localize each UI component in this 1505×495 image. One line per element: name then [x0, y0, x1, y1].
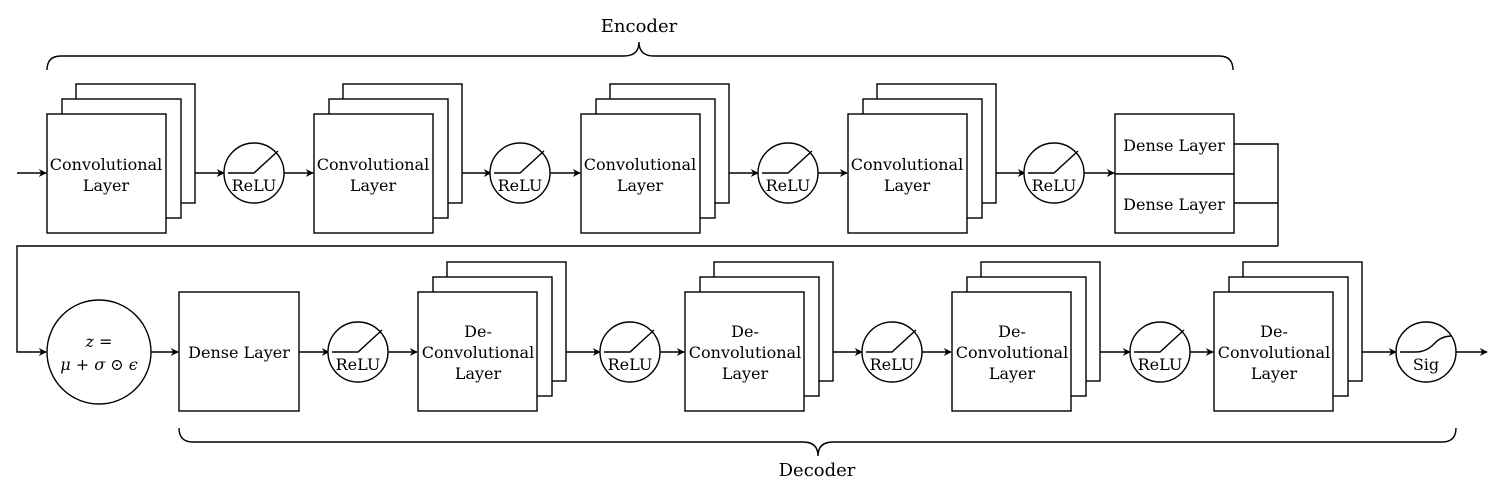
decoder-relu-label-4: ReLU	[1138, 355, 1183, 374]
decoder-dense-label: Dense Layer	[188, 343, 290, 362]
encoder-conv-stack-2: Convolutional Layer	[313, 83, 463, 234]
encoder-dense-label-2: Dense Layer	[1123, 195, 1225, 214]
encoder-relu-label-4: ReLU	[1032, 176, 1077, 195]
encoder-conv-label-1a: Convolutional	[50, 155, 162, 174]
latent-equation-line-2: μ + σ ⊙ ϵ	[60, 355, 137, 374]
decoder-relu-label-3: ReLU	[870, 355, 915, 374]
encoder-dense-sigma	[1114, 173, 1235, 234]
decoder-deconv-label-4c: Layer	[1251, 364, 1298, 383]
encoder-brace	[46, 41, 1234, 71]
decoder-deconv-label-4b: Convolutional	[1218, 343, 1330, 362]
decoder-deconv-stack-4: De- Convolutional Layer	[1213, 261, 1363, 412]
encoder-conv-label-2b: Layer	[350, 176, 397, 195]
decoder-sigmoid: Sig	[1395, 321, 1457, 383]
decoder-deconv-label-2b: Convolutional	[689, 343, 801, 362]
encoder-conv-stack-1: Convolutional Layer	[46, 83, 196, 234]
decoder-relu-2: ReLU	[599, 321, 661, 383]
decoder-deconv-label-3c: Layer	[989, 364, 1036, 383]
decoder-deconv-stack-2: De- Convolutional Layer	[684, 261, 834, 412]
encoder-conv-label-2a: Convolutional	[317, 155, 429, 174]
encoder-conv-label-3a: Convolutional	[584, 155, 696, 174]
decoder-relu-label-1: ReLU	[336, 355, 381, 374]
encoder-dense-label-1: Dense Layer	[1123, 136, 1225, 155]
latent-sampling-node: z = μ + σ ⊙ ϵ	[46, 299, 152, 405]
decoder-deconv-label-1b: Convolutional	[422, 343, 534, 362]
encoder-conv-label-3b: Layer	[617, 176, 664, 195]
encoder-relu-label-3: ReLU	[766, 176, 811, 195]
encoder-title: Encoder	[601, 16, 678, 37]
decoder-deconv-label-2a: De-	[731, 322, 759, 341]
connector-to-latent	[16, 245, 1278, 356]
decoder-brace	[178, 427, 1457, 457]
encoder-relu-1: ReLU	[223, 142, 285, 204]
decoder-sig-label: Sig	[1413, 355, 1439, 374]
encoder-relu-4: ReLU	[1023, 142, 1085, 204]
encoder-relu-label-2: ReLU	[498, 176, 543, 195]
sigmoid-curve-icon	[1400, 335, 1453, 353]
decoder-deconv-label-4a: De-	[1260, 322, 1288, 341]
decoder-relu-1: ReLU	[327, 321, 389, 383]
connector-mu	[1234, 143, 1279, 246]
decoder-title: Decoder	[779, 460, 856, 481]
encoder-conv-stack-4: Convolutional Layer	[847, 83, 997, 234]
encoder-conv-label-4a: Convolutional	[851, 155, 963, 174]
decoder-deconv-label-2c: Layer	[722, 364, 769, 383]
decoder-dense-layer: Dense Layer	[178, 291, 300, 412]
encoder-relu-2: ReLU	[489, 142, 551, 204]
decoder-deconv-label-3b: Convolutional	[956, 343, 1068, 362]
encoder-relu-3: ReLU	[757, 142, 819, 204]
decoder-deconv-stack-1: De- Convolutional Layer	[417, 261, 567, 412]
decoder-relu-4: ReLU	[1129, 321, 1191, 383]
decoder-relu-label-2: ReLU	[608, 355, 653, 374]
encoder-conv-stack-3: Convolutional Layer	[580, 83, 730, 234]
latent-equation-line-1: z =	[85, 332, 113, 351]
encoder-conv-label-4b: Layer	[884, 176, 931, 195]
decoder-deconv-label-1c: Layer	[455, 364, 502, 383]
decoder-relu-3: ReLU	[861, 321, 923, 383]
decoder-deconv-stack-3: De- Convolutional Layer	[951, 261, 1101, 412]
encoder-relu-label-1: ReLU	[232, 176, 277, 195]
encoder-dense-stack: Dense Layer Dense Layer	[1114, 113, 1235, 234]
decoder-deconv-label-3a: De-	[998, 322, 1026, 341]
encoder-conv-label-1b: Layer	[83, 176, 130, 195]
encoder-dense-mu	[1114, 113, 1235, 175]
decoder-deconv-label-1a: De-	[464, 322, 492, 341]
